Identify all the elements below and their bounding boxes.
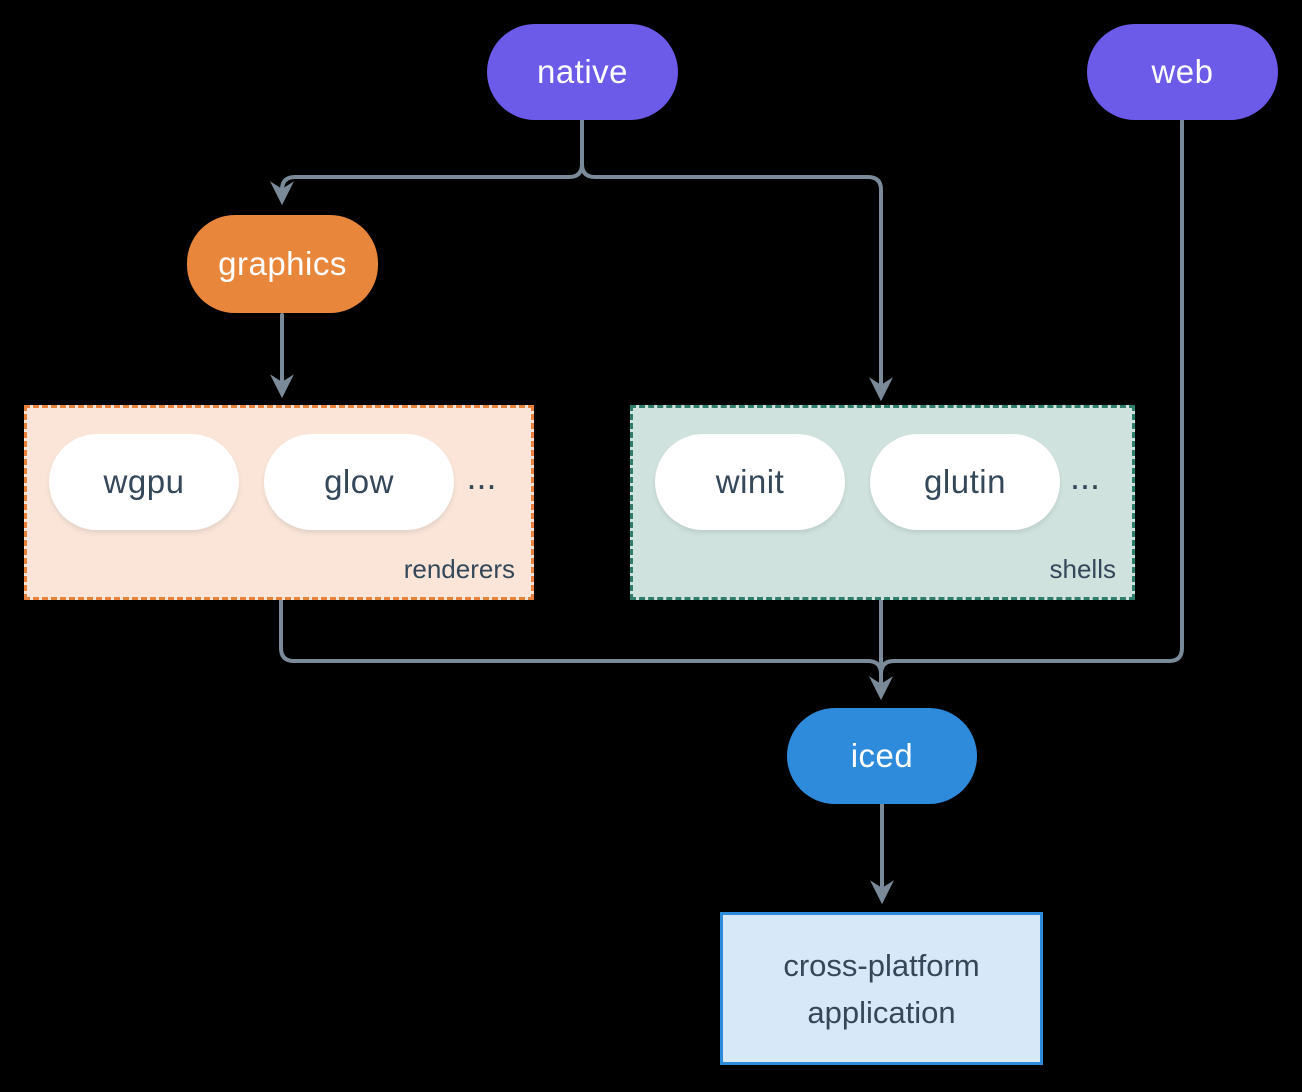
group-renderers: wgpu glow ... renderers — [24, 405, 534, 600]
node-graphics-label: graphics — [218, 245, 347, 282]
application-label-line1: cross-platform — [783, 947, 980, 983]
edge-native-to-shells — [580, 119, 893, 402]
application-label-line2: application — [807, 994, 956, 1030]
shells-row: winit glutin ... — [633, 434, 1132, 530]
node-native: native — [487, 24, 678, 120]
node-cross-platform-application: cross-platform application — [720, 912, 1043, 1065]
node-glutin-label: glutin — [924, 463, 1006, 500]
node-web: web — [1087, 24, 1278, 120]
renderers-ellipsis: ... — [466, 456, 497, 497]
node-graphics: graphics — [187, 215, 378, 313]
renderers-group-label: renderers — [403, 554, 515, 584]
edge-native-to-graphics — [270, 119, 584, 206]
node-winit: winit — [655, 434, 845, 530]
renderers-row: wgpu glow ... — [27, 434, 531, 530]
node-wgpu-label: wgpu — [103, 463, 185, 500]
node-glow: glow — [264, 434, 454, 530]
node-wgpu: wgpu — [49, 434, 239, 530]
node-web-label: web — [1151, 53, 1214, 90]
shells-group-label: shells — [1049, 554, 1116, 584]
node-winit-label: winit — [715, 463, 785, 500]
shells-ellipsis: ... — [1069, 456, 1100, 497]
edge-renderers-to-merge — [279, 599, 883, 676]
node-glutin: glutin — [870, 434, 1060, 530]
node-native-label: native — [536, 53, 629, 90]
node-iced-label: iced — [850, 737, 914, 774]
node-iced: iced — [787, 708, 977, 804]
node-glow-label: glow — [324, 463, 394, 500]
group-shells: winit glutin ... shells — [630, 405, 1135, 600]
